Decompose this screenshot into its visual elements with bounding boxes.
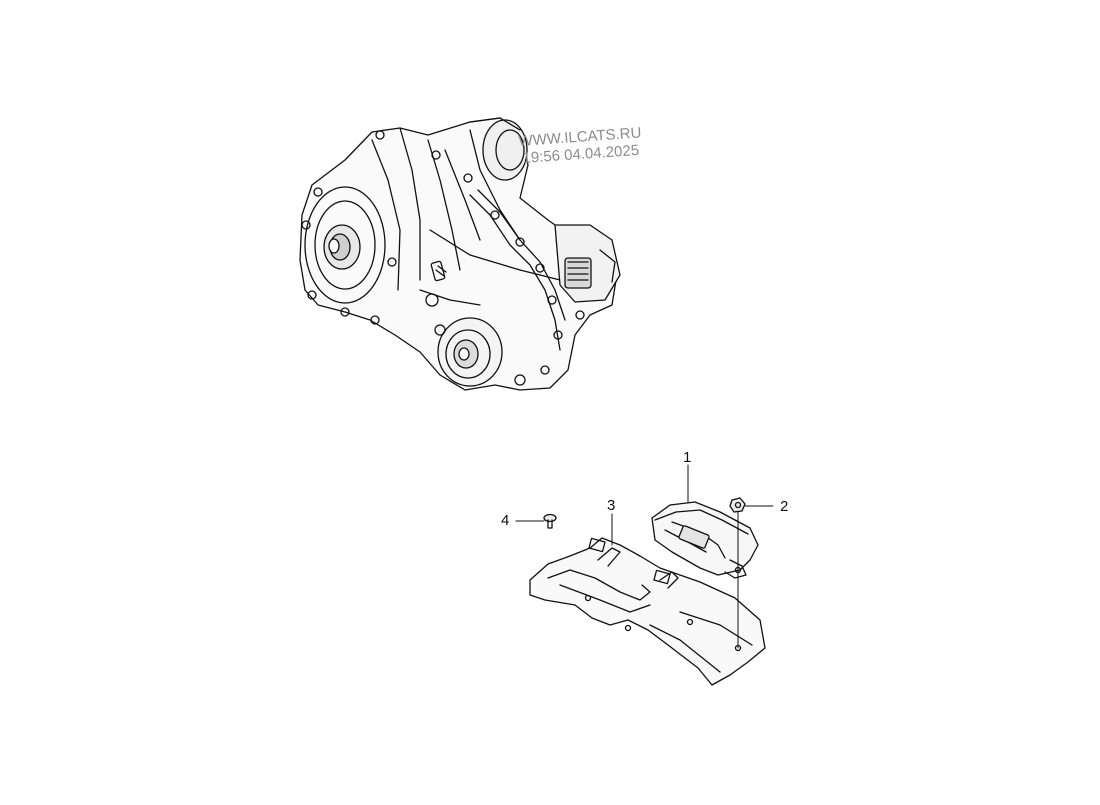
callout-2: 2 bbox=[780, 498, 789, 515]
bracket-plate-part bbox=[529, 537, 766, 686]
nut-part bbox=[729, 497, 746, 649]
leader-lines bbox=[515, 464, 774, 546]
transfer-case-assembly bbox=[299, 117, 621, 391]
callout-1: 1 bbox=[683, 449, 692, 466]
callout-3: 3 bbox=[607, 497, 616, 514]
screw-part bbox=[543, 513, 557, 529]
callout-4: 4 bbox=[501, 512, 510, 529]
control-module-part bbox=[651, 501, 759, 579]
